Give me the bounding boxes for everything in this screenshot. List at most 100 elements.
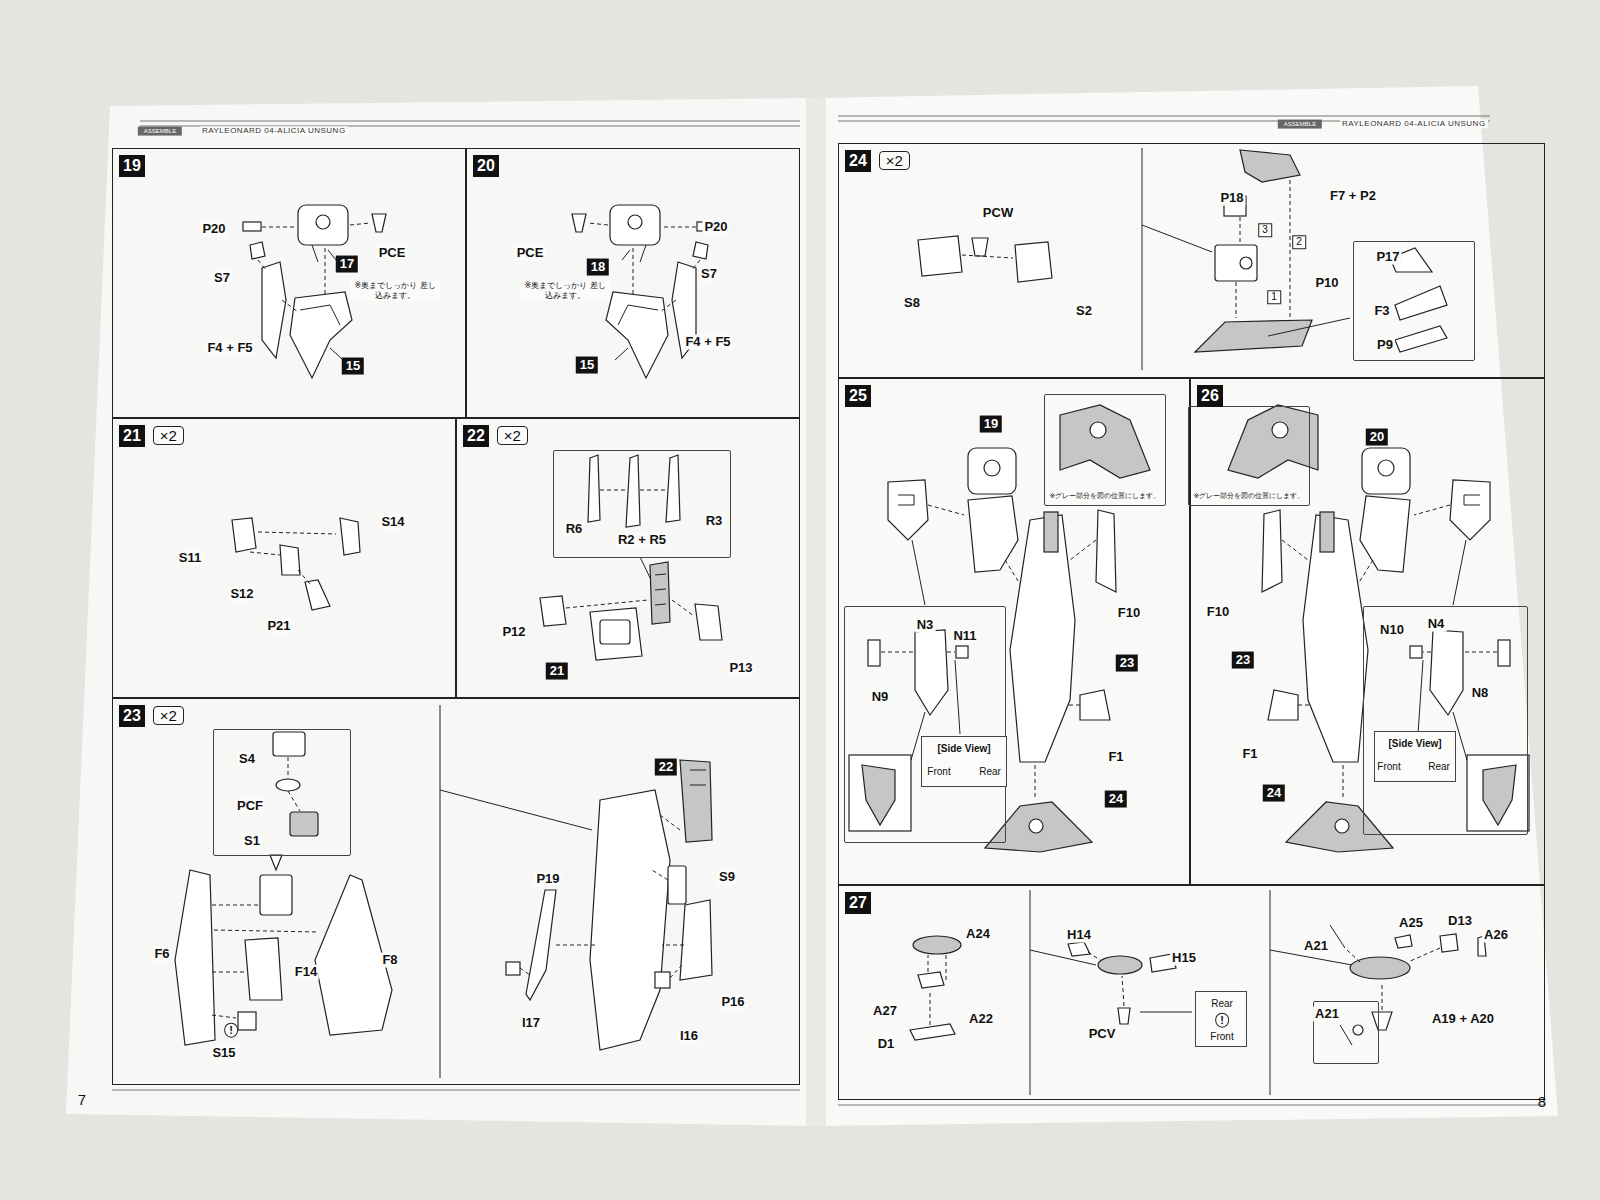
detail-inset: S4PCFS1 <box>213 729 351 856</box>
part-label: H15 <box>1170 951 1198 966</box>
part-label: S2 <box>1074 304 1094 319</box>
detail-inset: ※グレー部分を図の位置にします。 <box>1188 406 1310 506</box>
step-panel: 20 <box>466 148 800 418</box>
part-label: P18 <box>1218 191 1245 206</box>
part-label: N4 <box>1426 617 1447 632</box>
step-panel: 25※グレー部分を図の位置にします。N3N11N9[Side View]Fron… <box>838 378 1190 885</box>
order-number: 3 <box>1258 223 1272 237</box>
side-view-box: [Side View] Front Rear <box>921 736 1007 787</box>
orientation-label: Front <box>1208 1031 1235 1043</box>
part-label: I16 <box>678 1029 700 1044</box>
orientation-box: Rear!Front <box>1195 991 1247 1047</box>
side-view-box: [Side View] Front Rear <box>1374 731 1456 782</box>
part-label: F4 + F5 <box>205 341 254 356</box>
step-panel: 27Rear!FrontA21 <box>838 885 1545 1100</box>
part-label: S9 <box>717 870 737 885</box>
header-tag: ASSEMBLE <box>1278 120 1322 129</box>
detail-inset: P17F3P9 <box>1353 241 1475 361</box>
step-panel: 24×2P17F3P9 <box>838 143 1545 378</box>
part-label: P13 <box>727 661 754 676</box>
header-title: RAYLEONARD 04-ALICIA UNSUNG <box>200 126 348 135</box>
order-number: 2 <box>1292 235 1306 249</box>
step-panel: 26※グレー部分を図の位置にします。N10N4N8[Side View]Fron… <box>1190 378 1545 885</box>
step-number: 24 <box>845 150 871 172</box>
detail-inset: R6 R2 + R5 R3 <box>553 450 731 558</box>
callout-number: 21 <box>546 663 568 680</box>
part-label: S7 <box>699 267 719 282</box>
orientation-label: Front <box>1375 761 1402 773</box>
step-number: 19 <box>119 155 145 177</box>
part-label: A21 <box>1313 1007 1341 1022</box>
part-label: P20 <box>702 220 729 235</box>
part-label: F10 <box>1205 605 1231 620</box>
part-label: PCV <box>1087 1027 1118 1042</box>
part-label: S1 <box>242 834 262 849</box>
note-text: ※グレー部分を図の位置にします。 <box>1048 492 1163 500</box>
callout-number: 24 <box>1263 785 1285 802</box>
part-label: S7 <box>212 271 232 286</box>
caution-mark: ! <box>224 1023 238 1038</box>
step-panel: 23×2S4PCFS1 <box>112 698 800 1085</box>
part-label: S14 <box>379 515 406 530</box>
orientation-label: Rear <box>1426 761 1452 773</box>
part-label: A21 <box>1302 939 1330 954</box>
part-label: A26 <box>1482 928 1510 943</box>
part-label: N11 <box>951 629 978 644</box>
part-label: F3 <box>1372 304 1391 319</box>
part-label: D13 <box>1446 914 1474 929</box>
callout-number: 15 <box>342 358 364 375</box>
step-number: 27 <box>845 892 871 914</box>
detail-inset: N10N4N8[Side View]FrontRear <box>1363 606 1528 835</box>
part-label: PCE <box>377 246 408 261</box>
detail-inset: ※グレー部分を図の位置にします。 <box>1044 394 1166 506</box>
part-label: R6 <box>564 522 585 537</box>
step-panel: 21×2 <box>112 418 456 698</box>
part-label: S15 <box>210 1046 237 1061</box>
callout-number: 20 <box>1366 429 1388 446</box>
header-title: RAYLEONARD 04-ALICIA UNSUNG <box>1340 119 1488 128</box>
part-label: F4 + F5 <box>683 335 732 350</box>
part-label: P10 <box>1313 276 1340 291</box>
callout-number: 15 <box>576 357 598 374</box>
view-heading: [Side View] <box>1386 738 1443 750</box>
callout-number: 23 <box>1232 652 1254 669</box>
step-number: 25 <box>845 385 871 407</box>
callout-number: 24 <box>1105 791 1127 808</box>
caution-mark: ! <box>1215 1013 1229 1028</box>
callout-number: 19 <box>980 416 1002 433</box>
part-label: S8 <box>902 296 922 311</box>
part-label: P16 <box>719 995 746 1010</box>
orientation-label: Front <box>925 766 952 778</box>
part-label: A25 <box>1397 916 1425 931</box>
part-label: S4 <box>237 752 257 767</box>
part-label: F14 <box>293 965 319 980</box>
part-label: R2 + R5 <box>616 533 668 548</box>
part-label: F8 <box>380 953 399 968</box>
part-label: F10 <box>1116 606 1142 621</box>
note-text: ※奥までしっかり 差し込みます。 <box>350 281 440 301</box>
part-label: A19 + A20 <box>1430 1012 1496 1027</box>
part-label: D1 <box>876 1037 897 1052</box>
orientation-label: Rear <box>977 766 1003 778</box>
step-number: 22 <box>463 425 489 447</box>
quantity-mark: ×2 <box>497 426 528 445</box>
header-tag: ASSEMBLE <box>138 127 182 136</box>
part-label: P21 <box>265 619 292 634</box>
part-label: F6 <box>152 947 171 962</box>
note-text: ※グレー部分を図の位置にします。 <box>1192 492 1307 500</box>
part-label: S11 <box>177 551 203 566</box>
part-label: P17 <box>1374 250 1401 265</box>
part-label: PCW <box>981 206 1015 221</box>
part-label: S12 <box>228 587 255 602</box>
callout-number: 18 <box>587 259 609 276</box>
view-heading: [Side View] <box>935 743 992 755</box>
quantity-mark: ×2 <box>879 151 910 170</box>
order-number: 1 <box>1267 290 1281 304</box>
part-label: H14 <box>1065 928 1093 943</box>
part-label: R3 <box>704 514 725 529</box>
step-number: 23 <box>119 705 145 727</box>
detail-inset: A21 <box>1313 1001 1379 1064</box>
part-label: A27 <box>871 1004 899 1019</box>
part-label: A22 <box>967 1012 995 1027</box>
